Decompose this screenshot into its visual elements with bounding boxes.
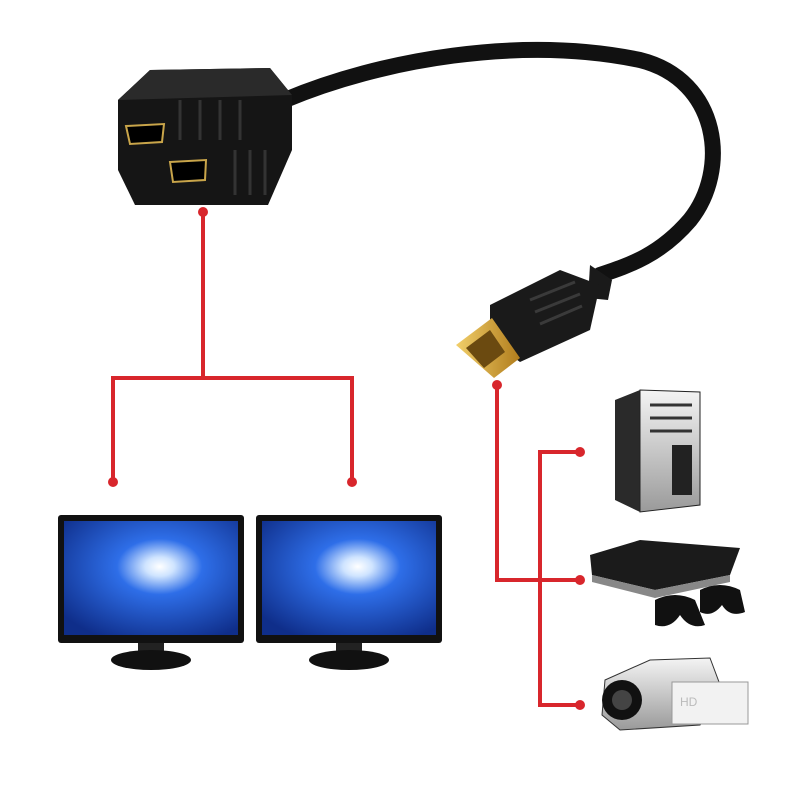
camcorder: HD	[601, 657, 749, 731]
connector-dots	[108, 207, 585, 710]
hdmi-port-1	[124, 122, 166, 146]
hdmi-plug	[456, 265, 612, 378]
hdmi-cable	[277, 42, 721, 283]
monitor-left	[58, 515, 244, 670]
game-console	[590, 540, 745, 627]
connector-lines	[111, 212, 580, 707]
camcorder-logo: HD	[680, 695, 698, 709]
hdmi-port-2	[168, 158, 208, 184]
hdmi-splitter	[118, 68, 292, 205]
pc-tower	[615, 389, 701, 513]
monitor-right	[256, 515, 442, 670]
